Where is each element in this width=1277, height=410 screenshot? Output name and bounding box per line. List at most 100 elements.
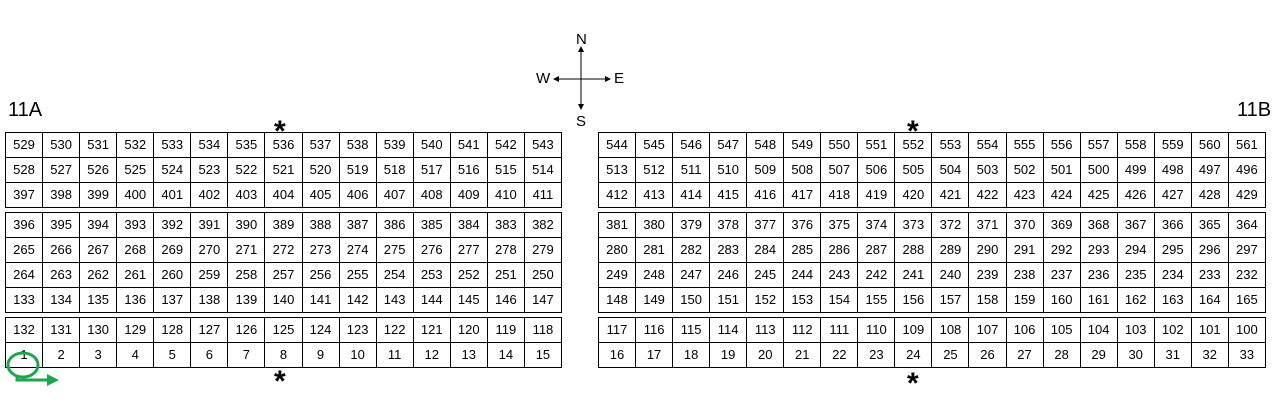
star-marker-11a-top: * <box>274 115 286 148</box>
plot-cell: 147 <box>523 287 563 313</box>
compass-south: S <box>576 113 587 130</box>
plot-cell: 519 <box>338 157 377 183</box>
plot-cell: 122 <box>375 317 414 343</box>
plot-cell: 428 <box>1190 182 1229 208</box>
plot-cell: 401 <box>153 182 192 208</box>
plot-cell: 536 <box>264 132 303 158</box>
plot-cell: 143 <box>375 287 414 313</box>
plot-cell: 373 <box>894 212 933 238</box>
plot-cell: 23 <box>857 342 896 368</box>
plot-cell: 525 <box>116 157 155 183</box>
plot-cell: 283 <box>709 237 748 263</box>
star-marker-11b-bottom: * <box>907 367 919 400</box>
plot-cell: 406 <box>338 182 377 208</box>
plot-cell: 364 <box>1227 212 1267 238</box>
plot-cell: 382 <box>523 212 563 238</box>
plot-cell: 389 <box>264 212 303 238</box>
plot-cell: 116 <box>635 317 674 343</box>
plot-cell: 544 <box>597 132 637 158</box>
plot-cell: 12 <box>412 342 451 368</box>
compass-arrows-icon <box>553 46 611 110</box>
plot-cell: 25 <box>931 342 970 368</box>
plot-cell: 248 <box>635 262 674 288</box>
plot-cell: 10 <box>338 342 377 368</box>
plot-cell: 151 <box>709 287 748 313</box>
plot-cell: 395 <box>42 212 81 238</box>
plot-cell: 235 <box>1116 262 1155 288</box>
plot-cell: 246 <box>709 262 748 288</box>
plot-cell: 121 <box>412 317 451 343</box>
plot-cell: 533 <box>153 132 192 158</box>
plot-cell: 517 <box>412 157 451 183</box>
plot-cell: 367 <box>1116 212 1155 238</box>
plot-cell: 545 <box>635 132 674 158</box>
plot-cell: 136 <box>116 287 155 313</box>
plot-cell: 140 <box>264 287 303 313</box>
plot-cell: 260 <box>153 262 192 288</box>
field-label-11b: 11B <box>1237 99 1272 121</box>
plot-cell: 504 <box>931 157 970 183</box>
plot-cell: 272 <box>264 237 303 263</box>
plot-cell: 138 <box>190 287 229 313</box>
plot-cell: 392 <box>153 212 192 238</box>
plot-cell: 158 <box>968 287 1007 313</box>
plot-cell: 366 <box>1153 212 1192 238</box>
plot-cell: 149 <box>635 287 674 313</box>
plot-cell: 561 <box>1227 132 1267 158</box>
plot-cell: 239 <box>968 262 1007 288</box>
plot-cell: 111 <box>820 317 859 343</box>
plot-cell: 107 <box>968 317 1007 343</box>
plot-cell: 247 <box>672 262 711 288</box>
plot-cell: 510 <box>709 157 748 183</box>
plot-cell: 155 <box>857 287 896 313</box>
plot-cell: 391 <box>190 212 229 238</box>
plot-cell: 258 <box>227 262 266 288</box>
plot-cell: 549 <box>783 132 822 158</box>
plot-cell: 365 <box>1190 212 1229 238</box>
plot-cell: 498 <box>1153 157 1192 183</box>
plot-cell: 244 <box>783 262 822 288</box>
plot-cell: 398 <box>42 182 81 208</box>
plot-cell: 238 <box>1005 262 1044 288</box>
plot-cell: 232 <box>1227 262 1267 288</box>
plot-cell: 429 <box>1227 182 1267 208</box>
plot-cell: 497 <box>1190 157 1229 183</box>
plot-cell: 148 <box>597 287 637 313</box>
plot-cell: 22 <box>820 342 859 368</box>
plot-cell: 511 <box>672 157 711 183</box>
plot-cell: 384 <box>449 212 488 238</box>
plot-cell: 422 <box>968 182 1007 208</box>
plot-cell: 408 <box>412 182 451 208</box>
plot-cell: 425 <box>1079 182 1118 208</box>
compass-north: N <box>576 31 587 48</box>
plot-cell: 257 <box>264 262 303 288</box>
plot-cell: 526 <box>79 157 118 183</box>
plot-cell: 372 <box>931 212 970 238</box>
plot-cell: 506 <box>857 157 896 183</box>
plot-cell: 513 <box>597 157 637 183</box>
plot-cell: 7 <box>227 342 266 368</box>
plot-cell: 289 <box>931 237 970 263</box>
plot-cell: 251 <box>486 262 525 288</box>
plot-cell: 17 <box>635 342 674 368</box>
plot-cell: 142 <box>338 287 377 313</box>
plot-cell: 249 <box>597 262 637 288</box>
star-marker-11b-top: * <box>907 115 919 148</box>
plot-cell: 540 <box>412 132 451 158</box>
plot-cell: 555 <box>1005 132 1044 158</box>
plot-cell: 376 <box>783 212 822 238</box>
plot-cell: 527 <box>42 157 81 183</box>
plot-cell: 264 <box>4 262 44 288</box>
start-circle-arrow-icon <box>6 351 59 386</box>
plot-cell: 137 <box>153 287 192 313</box>
plot-cell: 405 <box>301 182 340 208</box>
